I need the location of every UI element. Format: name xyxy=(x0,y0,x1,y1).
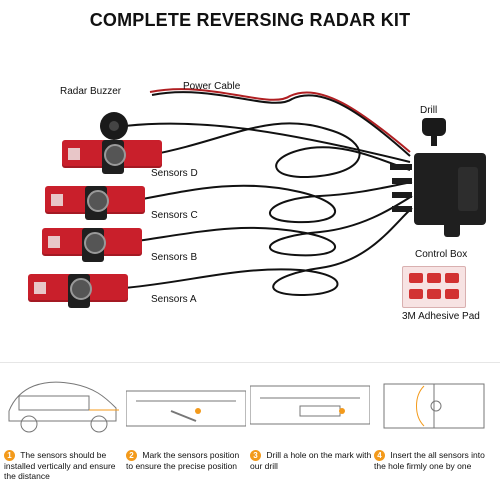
adhesive-pad-square xyxy=(409,273,423,283)
adhesive-pad-square xyxy=(445,273,459,283)
control-box-mount-tab xyxy=(444,225,460,237)
label-drill: Drill xyxy=(420,105,438,116)
page-title: COMPLETE REVERSING RADAR KIT xyxy=(89,10,411,30)
step-1-number: 1 xyxy=(4,450,15,461)
step-1-illustration xyxy=(4,366,124,448)
adhesive-pad-sheet xyxy=(402,266,466,308)
sensor-c xyxy=(45,186,145,220)
sensor-a-eye-icon xyxy=(70,278,92,300)
sensor-c-stamp xyxy=(51,194,63,206)
label-sensors-b: Sensors B xyxy=(151,252,198,263)
sensor-b-stamp xyxy=(48,236,60,248)
step-2-text: 2 Mark the sensors position to ensure th… xyxy=(126,450,248,471)
step-2-illustration xyxy=(126,366,246,448)
adhesive-pad-square xyxy=(409,289,423,299)
drill-shank-icon xyxy=(431,134,437,146)
adhesive-pad-square xyxy=(427,273,441,283)
label-control-box: Control Box xyxy=(415,249,468,260)
sensor-a xyxy=(28,274,128,308)
step-4-description: Insert the all sensors into the hole fir… xyxy=(374,450,485,471)
cables-illustration xyxy=(123,88,413,297)
label-sensors-d: Sensors D xyxy=(151,168,198,179)
section-divider xyxy=(0,362,500,363)
label-adhesive-pad: 3M Adhesive Pad xyxy=(402,311,480,322)
drill-head-icon xyxy=(422,118,446,136)
radar-buzzer-device xyxy=(100,112,128,140)
adhesive-pad-square xyxy=(427,289,441,299)
step-3-text: 3 Drill a hole on the mark with our dril… xyxy=(250,450,372,471)
sensor-d xyxy=(62,140,162,174)
step-2-number: 2 xyxy=(126,450,137,461)
step-4-number: 4 xyxy=(374,450,385,461)
label-power-cable: Power Cable xyxy=(183,81,241,92)
step-3-number: 3 xyxy=(250,450,261,461)
step-1-description: The sensors should be installed vertical… xyxy=(4,450,116,481)
step-3-illustration xyxy=(250,366,370,448)
adhesive-pad-square xyxy=(445,289,459,299)
sensor-c-eye-icon xyxy=(87,190,109,212)
control-box-ridge xyxy=(458,167,478,211)
label-radar-buzzer: Radar Buzzer xyxy=(60,86,122,97)
label-sensors-c: Sensors C xyxy=(151,210,198,221)
step-2-description: Mark the sensors position to ensure the … xyxy=(126,450,240,471)
step-1-text: 1 The sensors should be installed vertic… xyxy=(4,450,126,481)
step-4-text: 4 Insert the all sensors into the hole f… xyxy=(374,450,496,471)
sensor-b-eye-icon xyxy=(84,232,106,254)
sensor-d-stamp xyxy=(68,148,80,160)
control-box-device xyxy=(414,153,486,237)
step-3-description: Drill a hole on the mark with our drill xyxy=(250,450,372,471)
label-sensors-a: Sensors A xyxy=(151,294,197,305)
sensor-a-stamp xyxy=(34,282,46,294)
sensor-b xyxy=(42,228,142,262)
step-4-illustration xyxy=(374,366,494,448)
sensor-d-eye-icon xyxy=(104,144,126,166)
buzzer-hole-icon xyxy=(109,121,119,131)
drill-device xyxy=(422,118,446,146)
